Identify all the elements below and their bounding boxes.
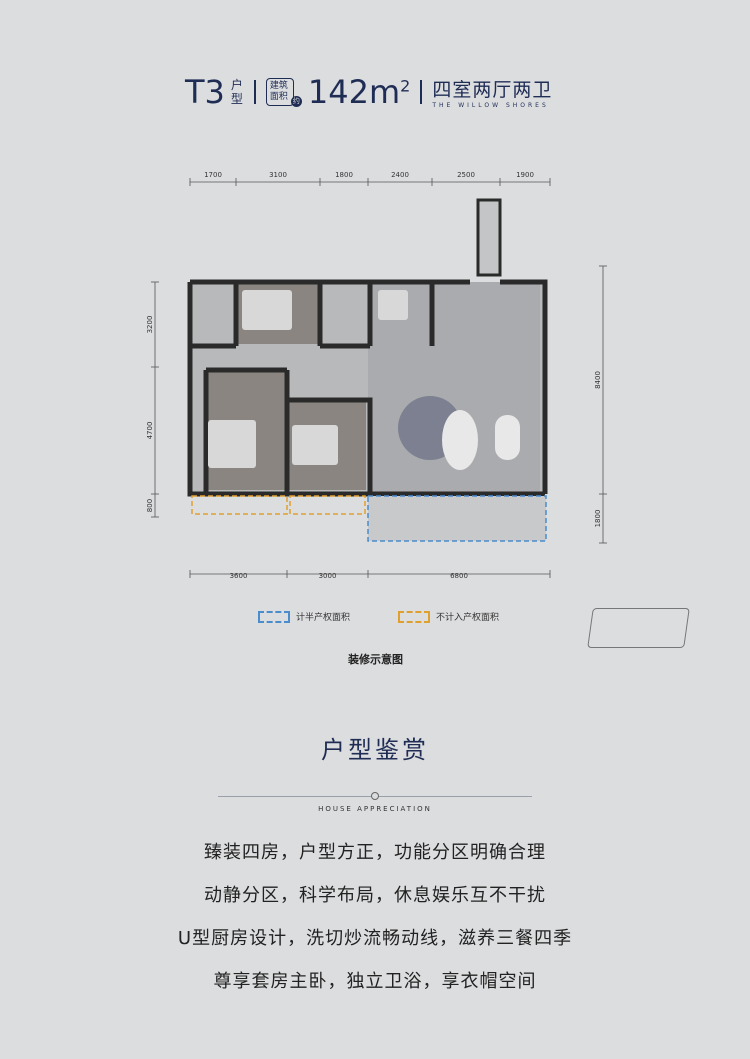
service-balcony [476,198,502,277]
dimension-label: 1800 [335,171,353,179]
dimension-label: 1900 [516,171,534,179]
legend-half-area: 计半产权面积 [258,610,350,623]
area-badge-suffix: 约 [290,96,302,107]
plan-header: T3 户型 建筑面积约 142m2 四室两厅两卫 THE WILLOW SHOR… [185,72,552,112]
section-title: 户型鉴赏 [321,736,429,764]
divider [420,80,423,104]
divider [253,80,256,104]
legend-excluded-area: 不计入产权面积 [398,610,499,623]
project-name-en: THE WILLOW SHORES [432,102,549,109]
dimension-label: 6800 [450,572,468,580]
master-bed [208,420,256,468]
unit-type: T3 [185,73,225,111]
dining-table [495,415,520,460]
bed-2 [292,425,338,465]
floor-plan: 1700 3100 1800 2400 2500 1900 3600 3000 6800 3200… [146,171,607,580]
area-badge: 建筑面积约 [265,78,302,107]
dimension-label: 1800 [594,510,602,528]
excluded-area-bay [289,495,366,515]
dimension-label: 3000 [319,572,337,580]
caption: 装修示意图 [348,653,403,666]
feature-line: U型厨房设计，洗切炒流畅动线，滋养三餐四季 [177,928,573,949]
bed-4 [242,290,292,330]
dimension-label: 2500 [457,171,475,179]
area-number: 142m [307,73,401,111]
area-value: 142m2 [308,73,410,111]
area-badge-label: 建筑面积 [269,81,288,102]
half-area-balcony [367,495,547,542]
blue-dash-swatch [258,610,290,623]
feature-line: 尊享套房主卧，独立卫浴，享衣帽空间 [213,971,537,992]
dimension-label: 3200 [146,316,154,334]
dimension-label: 4700 [146,422,154,440]
walls [187,279,548,497]
dimension-label: 3100 [269,171,287,179]
divider-dot [371,792,379,800]
legend-label: 不计入产权面积 [436,613,500,623]
dimension-label: 2400 [391,171,409,179]
area-unit-sup: 2 [400,76,411,96]
legend-label: 计半产权面积 [296,613,351,623]
bed-3 [378,290,408,320]
unit-type-suffix: 户型 [230,78,243,106]
excluded-area-bay [191,495,288,515]
building-key-plan [587,608,690,648]
section-subtitle: HOUSE APPRECIATION [318,805,432,813]
orange-dash-swatch [398,610,430,623]
feature-line: 动静分区，科学布局，休息娱乐互不干扰 [204,885,546,906]
layout-text: 四室两厅两卫 [432,79,553,101]
sofa [442,410,478,470]
dimension-label: 1700 [204,171,222,179]
dimension-label: 8400 [594,371,602,389]
dimension-label: 3600 [230,572,248,580]
dimension-label: 800 [146,499,154,512]
layout-block: 四室两厅两卫 THE WILLOW SHORES [432,75,552,109]
feature-line: 臻装四房，户型方正，功能分区明确合理 [204,842,546,863]
